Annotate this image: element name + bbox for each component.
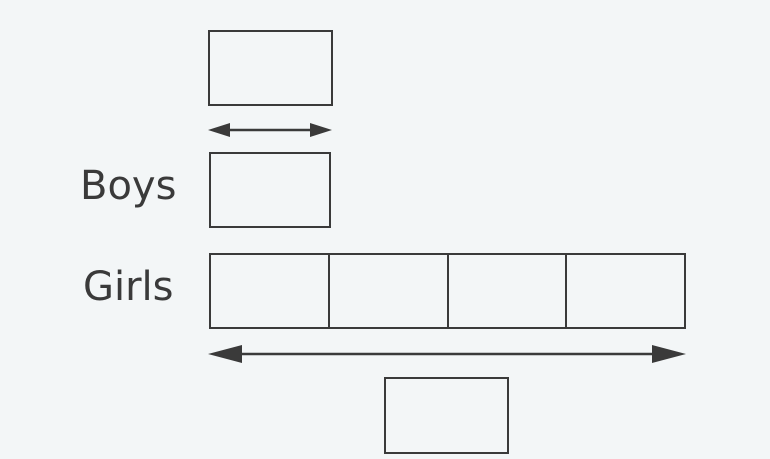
girls-bar-unit: [211, 255, 330, 327]
boys-label: Boys: [80, 163, 177, 209]
answer-box-top[interactable]: [208, 30, 333, 106]
girls-label: Girls: [83, 264, 174, 310]
boys-unit-arrow: [208, 123, 332, 137]
answer-box-bottom[interactable]: [384, 377, 509, 454]
girls-bar: [209, 253, 686, 329]
girls-total-arrow: [208, 345, 686, 363]
boys-bar-unit: [209, 152, 331, 228]
girls-bar-unit: [330, 255, 449, 327]
girls-bar-unit: [567, 255, 684, 327]
girls-bar-unit: [449, 255, 568, 327]
